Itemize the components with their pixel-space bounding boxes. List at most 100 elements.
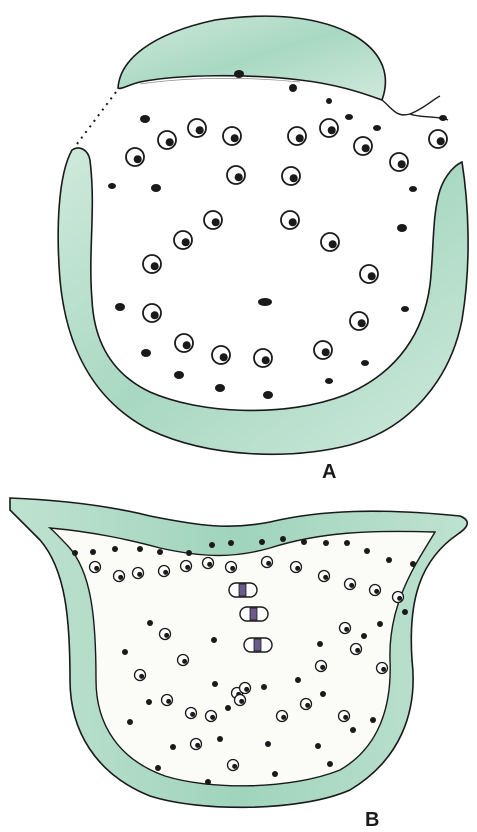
small-bundle: [410, 561, 416, 567]
small-bundle: [317, 641, 323, 647]
small-bundle: [261, 684, 267, 690]
vascular-bundle: [319, 571, 330, 582]
vascular-bundle: [143, 255, 161, 273]
small-bundle: [397, 224, 407, 232]
small-bundle: [147, 620, 153, 626]
vascular-bundle: [90, 562, 101, 573]
small-bundle: [234, 70, 244, 78]
small-bundle: [151, 184, 161, 192]
small-bundle: [217, 736, 223, 742]
vascular-bundle: [204, 211, 222, 229]
vascular-bundle: [133, 568, 144, 579]
small-bundle: [127, 719, 133, 725]
vascular-bundle: [228, 760, 239, 771]
panel-a-vascular-bundles: [126, 119, 447, 367]
small-bundle: [386, 557, 392, 563]
small-bundle: [212, 681, 218, 687]
vascular-bundle: [350, 312, 368, 330]
vascular-bundle: [178, 655, 189, 666]
panel-a-top-lobe: [118, 16, 385, 100]
small-bundle: [72, 550, 78, 556]
vascular-bundle: [314, 341, 332, 359]
vascular-bundle: [240, 683, 251, 694]
small-bundle: [326, 98, 332, 104]
small-bundle: [141, 349, 151, 357]
vascular-bundle: [301, 699, 312, 710]
small-bundle: [90, 549, 96, 555]
vascular-bundle: [282, 167, 300, 185]
vascular-bundle: [390, 153, 408, 171]
vascular-bundle: [281, 211, 299, 229]
vascular-bundle: [316, 661, 327, 672]
panel-a-small-bundles: [108, 70, 447, 399]
vascular-bundle: [143, 304, 161, 322]
vascular-bundle: [212, 346, 230, 364]
small-bundle: [211, 637, 217, 643]
vascular-bundle: [206, 711, 217, 722]
panel-a: A: [58, 16, 468, 483]
small-bundle: [155, 765, 161, 771]
vascular-bundle: [159, 566, 170, 577]
small-bundle: [373, 125, 381, 131]
small-bundle: [205, 779, 211, 785]
small-bundle: [323, 540, 329, 546]
vascular-bundle: [354, 137, 372, 155]
vascular-bundle: [203, 558, 214, 569]
vascular-bundle: [320, 119, 338, 137]
vascular-bundle: [351, 644, 362, 655]
panel-b: B: [10, 498, 467, 831]
panel-b-label: B: [365, 809, 379, 831]
small-bundle: [377, 621, 383, 627]
stacked-bundle: [229, 583, 257, 597]
vascular-bundle: [393, 592, 404, 603]
small-bundle: [345, 114, 353, 120]
vascular-bundle: [227, 166, 245, 184]
vascular-bundle: [277, 711, 288, 722]
small-bundle: [295, 677, 301, 683]
small-bundle: [280, 536, 286, 542]
stacked-bundle: [244, 638, 272, 652]
small-bundle: [122, 649, 128, 655]
vascular-bundle: [235, 695, 246, 706]
vascular-bundle: [370, 585, 381, 596]
vascular-bundle: [288, 127, 306, 145]
vascular-bundle: [262, 557, 273, 568]
vascular-bundle: [126, 148, 144, 166]
small-bundle: [259, 539, 265, 545]
vascular-bundle: [191, 739, 202, 750]
small-bundle: [258, 298, 272, 306]
small-bundle: [170, 744, 176, 750]
vascular-bundle: [162, 695, 173, 706]
panel-a-label: A: [322, 461, 336, 483]
vascular-bundle: [339, 711, 350, 722]
small-bundle: [209, 542, 215, 548]
vascular-bundle: [223, 127, 241, 145]
small-bundle: [289, 84, 297, 92]
vascular-bundle: [188, 119, 206, 137]
small-bundle: [272, 771, 278, 777]
small-bundle: [157, 549, 163, 555]
small-bundle: [402, 609, 408, 615]
small-bundle: [146, 699, 152, 705]
panel-a-dotted-break: [74, 92, 116, 148]
small-bundle: [439, 115, 447, 121]
vascular-bundle: [321, 233, 339, 251]
vascular-bundle: [226, 562, 237, 573]
vascular-bundle: [181, 561, 192, 572]
vascular-bundle: [340, 623, 351, 634]
vascular-bundle: [254, 349, 272, 367]
stacked-bundle: [240, 607, 268, 621]
small-bundle: [140, 115, 150, 123]
vascular-bundle: [174, 231, 192, 249]
small-bundle: [225, 705, 231, 711]
small-bundle: [228, 540, 234, 546]
vascular-bundle: [158, 131, 176, 149]
vascular-bundle: [377, 663, 388, 674]
small-bundle: [364, 548, 370, 554]
small-bundle: [115, 303, 125, 311]
small-bundle: [350, 727, 356, 733]
small-bundle: [108, 183, 116, 189]
vascular-bundle: [135, 670, 146, 681]
vascular-bundle: [186, 708, 197, 719]
